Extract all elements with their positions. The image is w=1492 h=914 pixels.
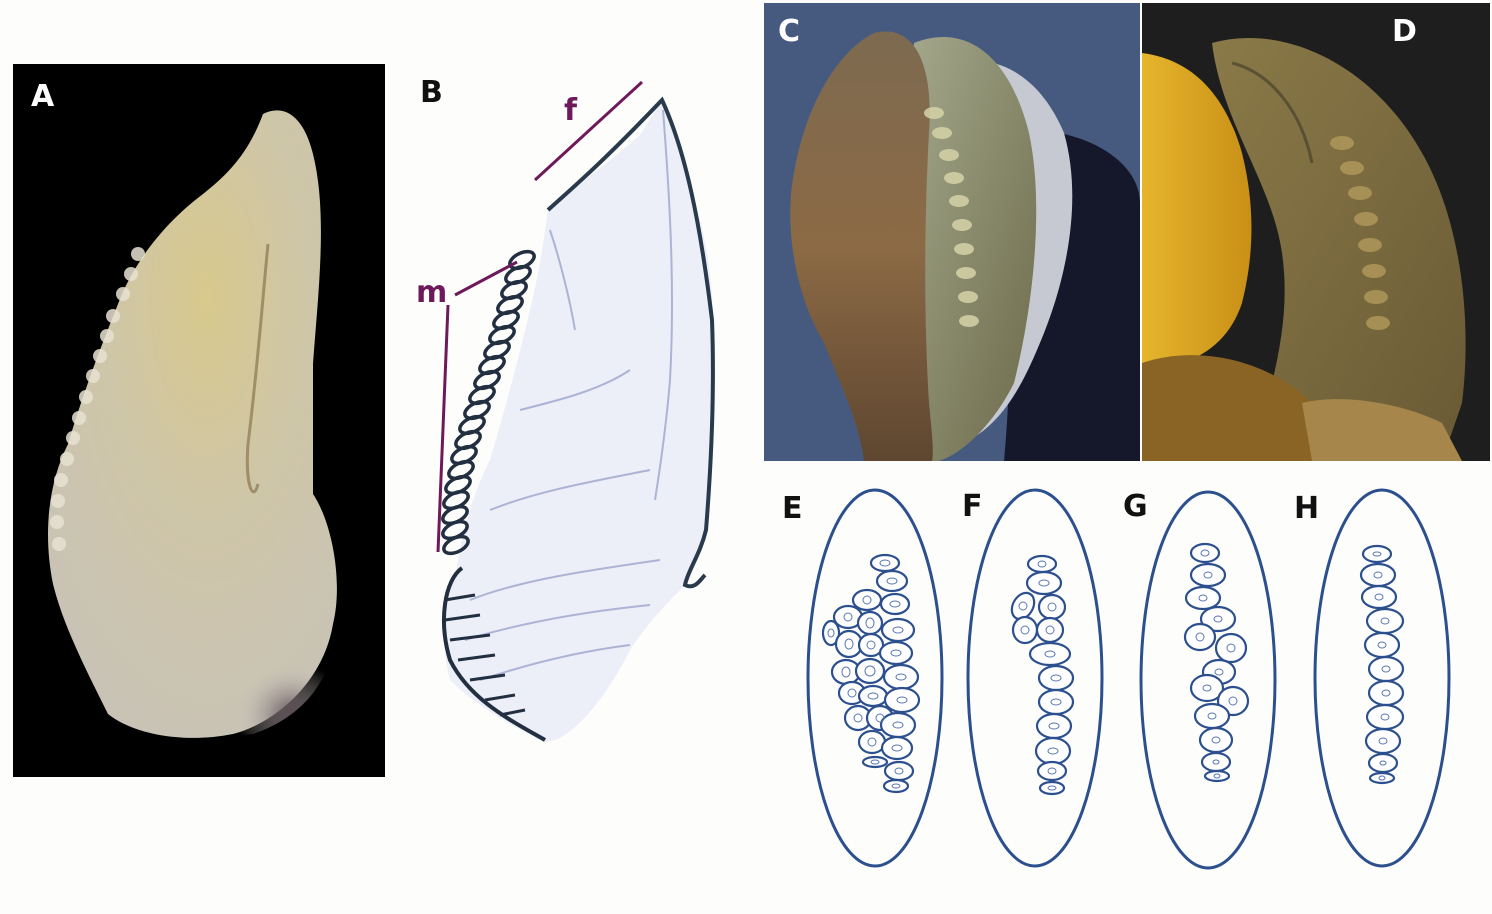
panel-h-label: H — [1294, 491, 1320, 526]
panel-a: A — [13, 64, 385, 777]
panel-h-schematic — [1313, 488, 1451, 868]
panel-h: H — [1290, 480, 1490, 880]
panel-b: B f m — [400, 60, 740, 760]
panel-b-drawing — [436, 80, 715, 742]
panel-g-label: G — [1123, 489, 1148, 524]
panel-a-label: A — [31, 79, 55, 114]
panel-c-label: C — [778, 14, 801, 49]
panel-f-label: F — [962, 489, 983, 524]
panel-e-schematic — [806, 488, 944, 868]
annotation-m: m — [416, 275, 448, 310]
panel-d-specimen-image — [1142, 37, 1466, 461]
panel-c-specimen-image — [790, 31, 1140, 461]
panel-d: D — [1142, 3, 1490, 461]
panel-g-schematic — [1139, 490, 1277, 870]
panel-b-label: B — [420, 75, 443, 110]
panel-c: C — [764, 3, 1140, 461]
panel-a-specimen-image — [48, 110, 337, 738]
panel-f: F — [950, 480, 1120, 880]
panel-g: G — [1120, 480, 1300, 880]
measurement-lines — [436, 80, 644, 553]
annotation-f: f — [564, 93, 578, 128]
panel-d-label: D — [1392, 14, 1417, 49]
panel-e-label: E — [782, 491, 803, 526]
panel-f-schematic — [966, 488, 1104, 868]
panel-e: E — [770, 480, 950, 880]
